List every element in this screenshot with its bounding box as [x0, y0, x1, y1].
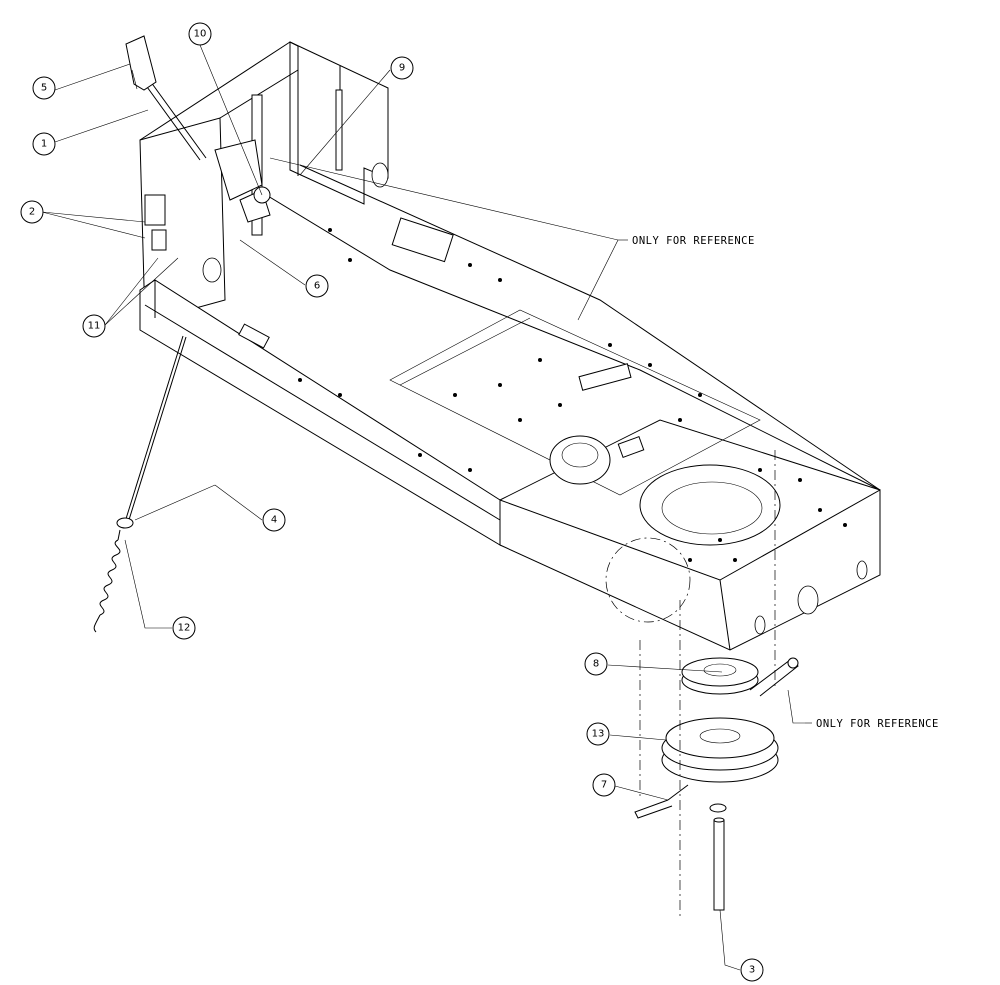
svg-text:3: 3	[749, 965, 755, 976]
leader-lines	[41, 44, 805, 971]
idler-pulley-assembly	[634, 450, 799, 920]
lift-rod-and-spring	[93, 335, 216, 633]
svg-text:11: 11	[88, 321, 101, 332]
callout-10: 10	[188, 22, 212, 46]
svg-text:7: 7	[601, 780, 607, 791]
callout-5: 5	[32, 76, 56, 100]
tractor-frame	[139, 41, 881, 651]
callout-7: 7	[592, 773, 616, 797]
callout-13: 13	[586, 722, 610, 746]
svg-text:ONLY FOR REFERENCE: ONLY FOR REFERENCE	[632, 235, 755, 247]
callout-2: 2	[20, 200, 44, 224]
svg-text:5: 5	[41, 83, 47, 94]
callout-1: 1	[32, 132, 56, 156]
callout-4: 4	[262, 508, 286, 532]
callout-3: 3	[740, 958, 764, 982]
svg-text:13: 13	[592, 729, 605, 740]
svg-text:4: 4	[271, 515, 277, 526]
callout-9: 9	[390, 56, 414, 80]
svg-text:ONLY FOR REFERENCE: ONLY FOR REFERENCE	[816, 718, 939, 730]
svg-text:9: 9	[399, 63, 405, 74]
svg-text:2: 2	[29, 207, 35, 218]
svg-text:1: 1	[41, 139, 47, 150]
callout-12: 12	[172, 616, 196, 640]
reference-label-upper: ONLY FOR REFERENCE	[618, 235, 755, 247]
svg-text:8: 8	[593, 659, 599, 670]
svg-text:12: 12	[178, 623, 191, 634]
callout-6: 6	[305, 274, 329, 298]
svg-text:6: 6	[314, 281, 320, 292]
callout-8: 8	[584, 652, 608, 676]
reference-label-lower: ONLY FOR REFERENCE	[805, 718, 939, 730]
callout-11: 11	[82, 314, 106, 338]
svg-text:10: 10	[194, 29, 207, 40]
